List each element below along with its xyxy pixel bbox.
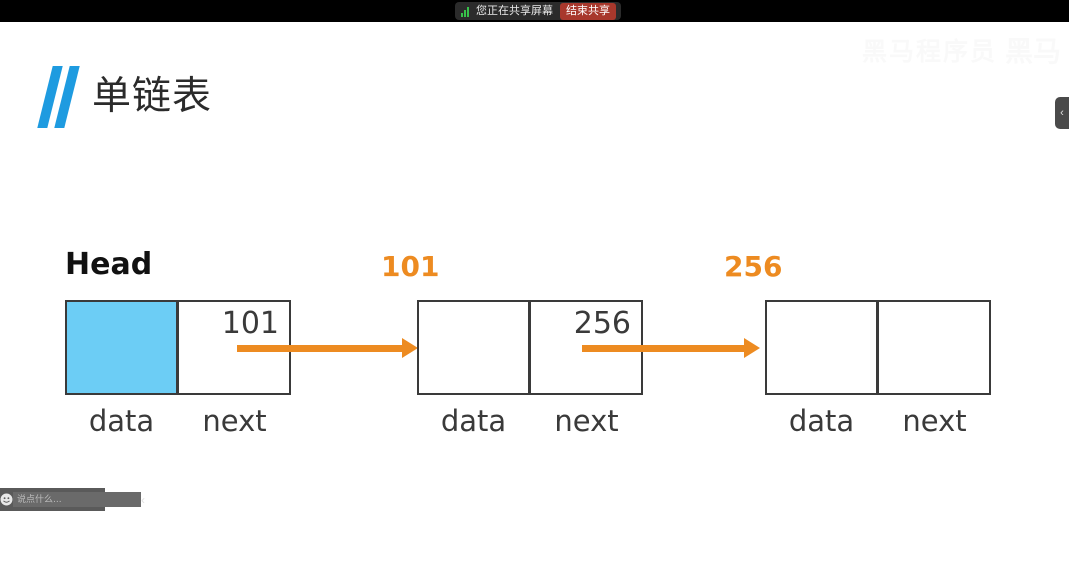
node-3-address-label: 256	[724, 250, 783, 283]
smiley-icon[interactable]	[0, 488, 13, 511]
stop-share-button[interactable]: 结束共享	[560, 2, 616, 20]
linked-list-diagram: Head 101 data next 101 256 data	[0, 22, 1069, 570]
node-3-data-label: data	[788, 404, 855, 438]
node-2-data-cell	[417, 300, 530, 395]
screen-share-topbar: 您正在共享屏幕 结束共享	[0, 0, 1069, 22]
chat-input[interactable]	[13, 492, 141, 507]
node-1-next-cell: 101	[178, 300, 291, 395]
chat-collapse-button[interactable]: ‹	[141, 492, 145, 507]
chevron-left-icon: ‹	[1060, 107, 1064, 119]
node-2-data-label: data	[440, 404, 507, 438]
share-status-text: 您正在共享屏幕	[476, 5, 553, 17]
node-2-next-value: 256	[573, 306, 631, 341]
node-2-address-label: 101	[381, 250, 440, 283]
list-node-1: 101	[65, 300, 291, 395]
node-3-data-cell	[765, 300, 878, 395]
head-pointer-label: Head	[65, 247, 153, 282]
share-status-pill: 您正在共享屏幕 结束共享	[455, 2, 621, 20]
node-1-data-cell	[65, 300, 178, 395]
node-2-labels: data next	[417, 404, 643, 438]
page-title: 单链表	[92, 74, 213, 119]
pointer-arrow-2	[582, 338, 760, 358]
node-1-labels: data next	[65, 404, 291, 438]
node-3-labels: data next	[765, 404, 991, 438]
node-1-data-label: data	[88, 404, 155, 438]
node-1-next-label: next	[202, 404, 267, 438]
panel-collapse-tab[interactable]: ‹	[1055, 97, 1069, 129]
node-2-next-label: next	[554, 404, 619, 438]
pointer-arrow-1	[237, 338, 418, 358]
list-node-3	[765, 300, 991, 395]
node-3-next-label: next	[902, 404, 967, 438]
node-3-next-cell	[878, 300, 991, 395]
chat-bar: ‹	[0, 488, 145, 511]
slide-canvas: 黑马程序员 黑马 单链表 Head 101 data next 101	[0, 22, 1069, 570]
slide-title-row: 单链表	[37, 66, 213, 128]
node-1-next-value: 101	[221, 306, 279, 341]
signal-bars-icon	[461, 6, 469, 17]
